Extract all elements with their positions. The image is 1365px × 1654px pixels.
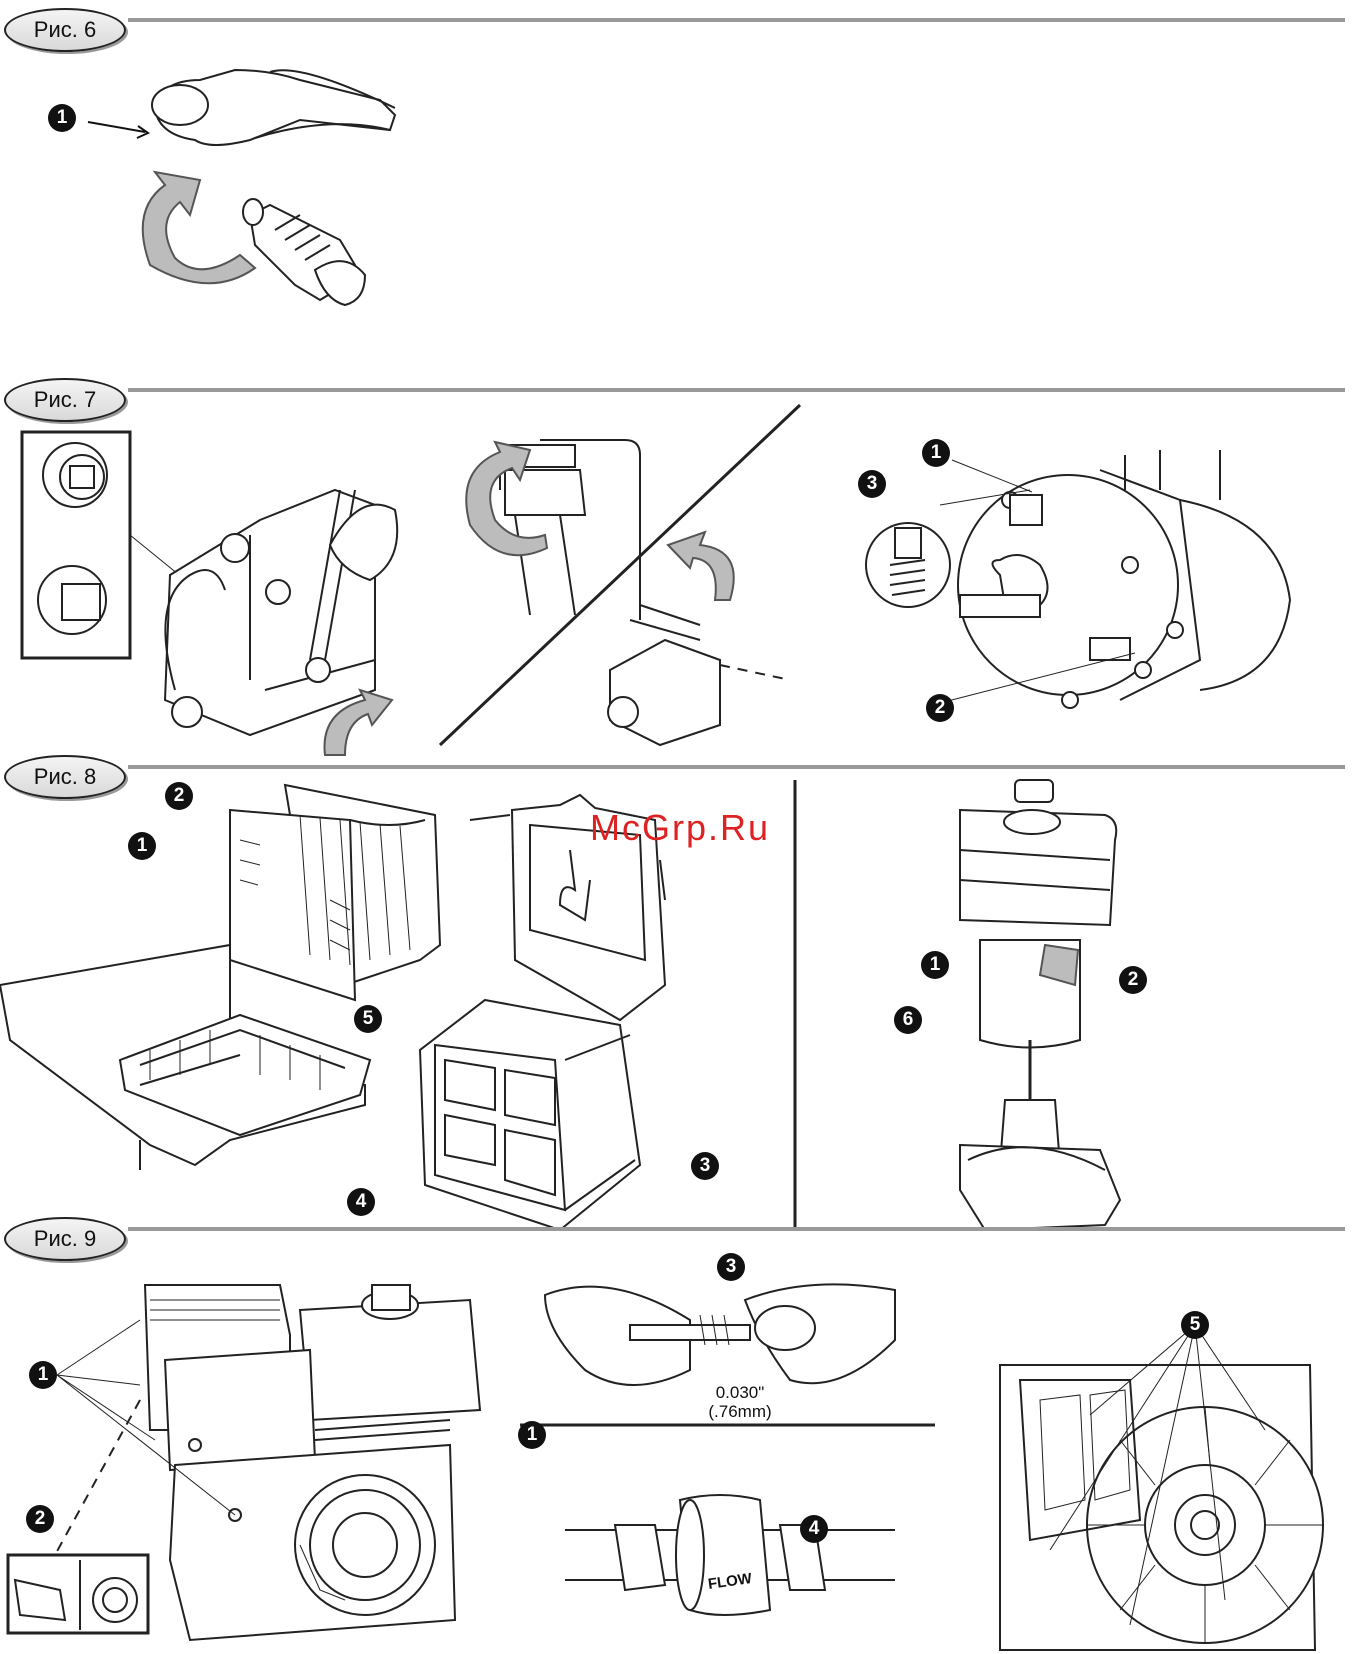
callout-4: 4 [800,1515,828,1543]
callout-2: 2 [26,1505,54,1533]
callout-6: 6 [894,1006,922,1034]
callout-1: 1 [128,832,156,860]
callout-3: 3 [858,470,886,498]
section-rule [128,388,1345,392]
section-rule [128,765,1345,769]
figure-label: Рис. 6 [4,8,126,52]
callout-1: 1 [922,439,950,467]
callout-1: 1 [29,1361,57,1389]
figure-7-section: Рис. 7 [0,370,1365,745]
figure-label: Рис. 7 [4,378,126,422]
section-rule [128,18,1345,22]
callout-1: 1 [48,104,76,132]
watermark: McGrp.Ru [590,807,770,849]
callout-1: 1 [921,951,949,979]
callout-5: 5 [354,1005,382,1033]
callout-5: 5 [1181,1311,1209,1339]
callout-2: 2 [1119,966,1147,994]
section-rule [128,1227,1345,1231]
callout-2: 2 [165,782,193,810]
callout-3: 3 [691,1152,719,1180]
callout-3: 3 [717,1253,745,1281]
figure-9-section: Рис. 9 [0,1205,1365,1654]
figure-6-section: Рис. 6 [0,0,1365,370]
spark-gap-inch: 0.030" [705,1383,775,1403]
figure-label: Рис. 9 [4,1217,126,1261]
spark-gap-mm: (.76mm) [700,1402,780,1422]
figure-label: Рис. 8 [4,755,126,799]
callout-1: 1 [518,1421,546,1449]
callout-4: 4 [347,1188,375,1216]
callout-2: 2 [926,694,954,722]
